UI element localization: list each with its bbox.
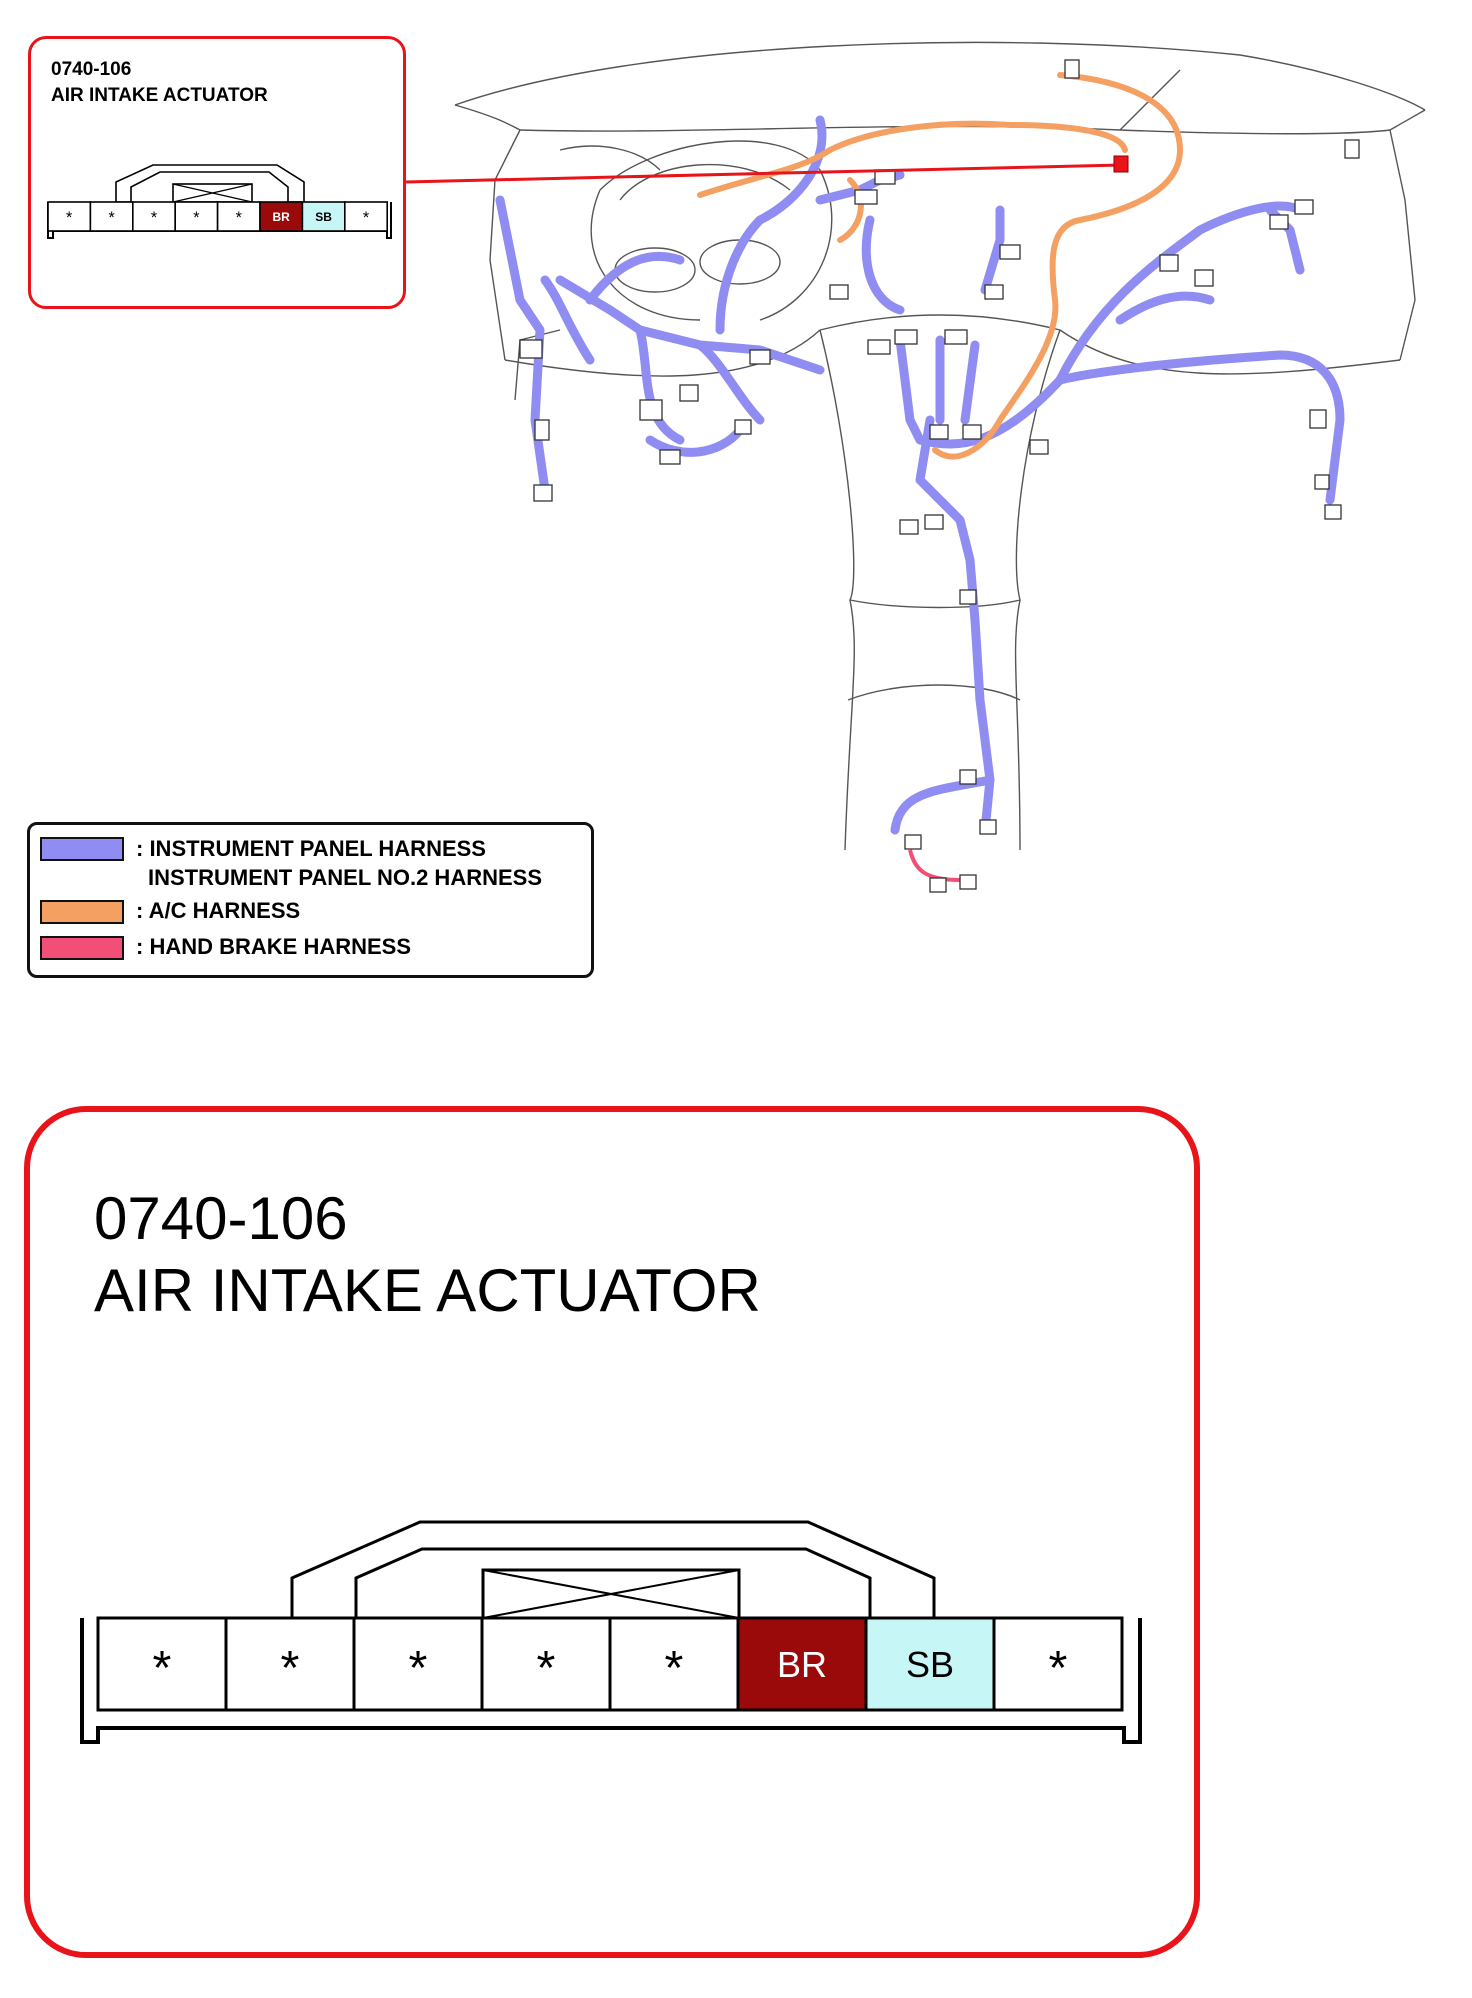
- small-pin-5: [216, 201, 261, 232]
- large-pin-label-6: BR: [777, 1644, 827, 1685]
- legend-swatch-hand-brake: [40, 936, 124, 960]
- connector-name: AIR INTAKE ACTUATOR: [51, 85, 268, 106]
- large-pin-7: [864, 1616, 996, 1712]
- small-pin-label-8: *: [363, 209, 370, 227]
- harness-legend: : INSTRUMENT PANEL HARNESS INSTRUMENT PA…: [27, 822, 594, 978]
- connector-location-marker: [1113, 155, 1129, 173]
- legend-label-instrument-panel-no2: INSTRUMENT PANEL NO.2 HARNESS: [148, 865, 543, 890]
- connector-callout-small: 0740-106 AIR INTAKE ACTUATOR: [28, 36, 406, 309]
- large-pin-label-8: *: [1049, 1641, 1068, 1695]
- large-pin-5: [608, 1616, 740, 1712]
- large-pin-2: [224, 1616, 356, 1712]
- large-pin-label-7: SB: [906, 1644, 954, 1685]
- small-pin-label-1: *: [66, 209, 73, 227]
- legend-label-ac: : A/C HARNESS: [136, 898, 301, 923]
- legend-swatch-ac: [40, 900, 124, 924]
- large-pin-label-3: *: [409, 1641, 428, 1695]
- small-pin-label-6: BR: [273, 210, 291, 224]
- connector-blocks: [519, 59, 1360, 893]
- small-pin-label-4: *: [193, 209, 200, 227]
- connector-code-large: 0740-106: [94, 1185, 348, 1252]
- connector-callout-large: 0740-106 AIR INTAKE ACTUATOR: [24, 1106, 1200, 1958]
- small-pin-label-7: SB: [315, 210, 332, 224]
- large-pin-1: [96, 1616, 228, 1712]
- small-pin-label-3: *: [151, 209, 158, 227]
- large-pin-8: [992, 1616, 1124, 1712]
- small-pin-label-2: *: [108, 209, 115, 227]
- legend-label-hand-brake: : HAND BRAKE HARNESS: [136, 934, 412, 959]
- large-pin-label-1: *: [153, 1641, 172, 1695]
- legend-swatch-instrument-panel: [40, 837, 124, 861]
- callout-pointer-line: [405, 163, 1123, 184]
- large-connector-face: * * * * * BR SB *: [80, 1520, 1142, 1744]
- connector-name-large: AIR INTAKE ACTUATOR: [94, 1257, 761, 1324]
- instrument-panel-harness: [495, 115, 1345, 835]
- large-pin-6: [736, 1616, 868, 1712]
- large-pin-label-4: *: [537, 1641, 556, 1695]
- small-pin-8: [343, 201, 388, 232]
- legend-label-instrument-panel: : INSTRUMENT PANEL HARNESS: [136, 836, 486, 861]
- small-connector-face: * * * * * BR SB *: [47, 164, 392, 239]
- large-pin-4: [480, 1616, 612, 1712]
- small-pin-label-5: *: [236, 209, 243, 227]
- hand-brake-harness: [908, 849, 961, 882]
- connector-code: 0740-106: [51, 59, 132, 80]
- large-pin-label-5: *: [665, 1641, 684, 1695]
- large-pin-3: [352, 1616, 484, 1712]
- large-pin-label-2: *: [281, 1641, 300, 1695]
